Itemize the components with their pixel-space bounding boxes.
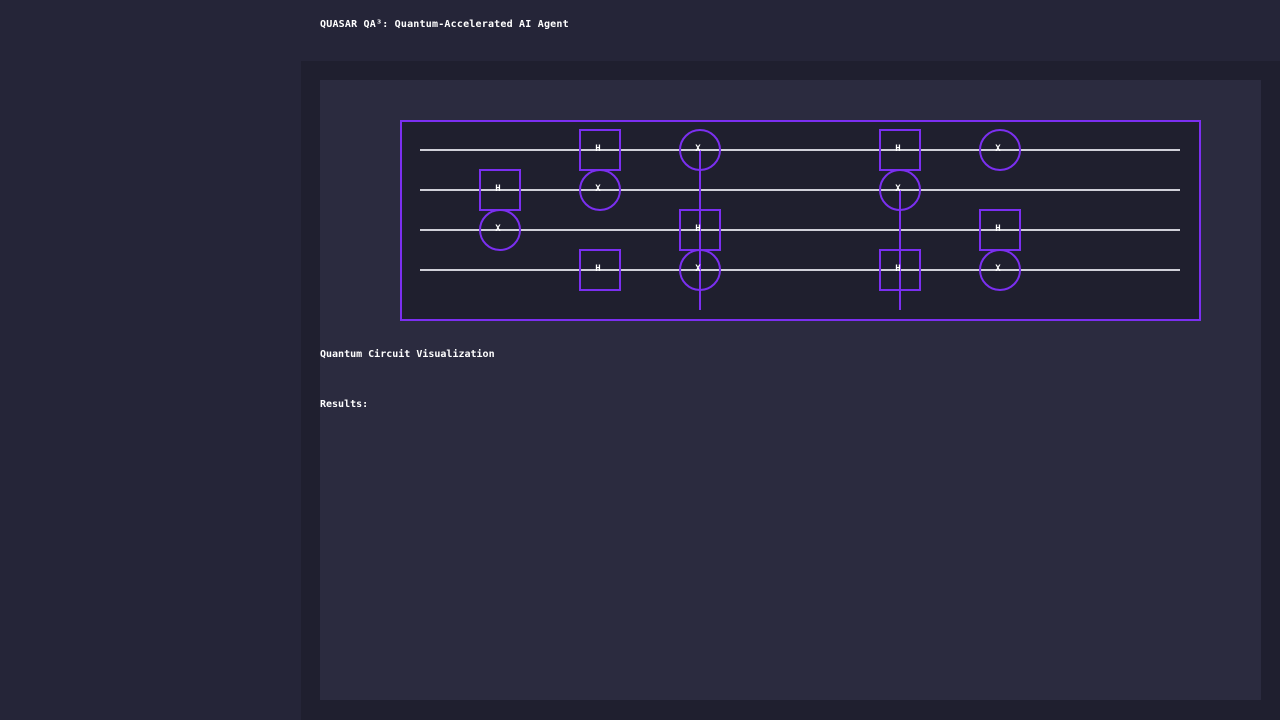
- x-gate-1: X: [479, 209, 521, 251]
- gate-label: X: [695, 144, 701, 154]
- gate-label: H: [895, 264, 900, 274]
- circuit-canvas: H X H X H X H X H X H X H X: [420, 129, 1180, 310]
- quantum-circuit-diagram: H X H X H X H X H X H X H X: [400, 120, 1201, 321]
- gate-circle: [679, 129, 721, 171]
- gate-circle: [579, 169, 621, 211]
- gate-label: H: [895, 144, 900, 154]
- gate-label: X: [495, 224, 501, 234]
- x-gate-11: X: [979, 129, 1021, 171]
- gate-label: X: [695, 264, 701, 274]
- gate-box: [879, 249, 921, 291]
- gate-label: H: [495, 184, 500, 194]
- hadamard-gate-10: H: [879, 249, 921, 291]
- x-gate-7: X: [679, 249, 721, 291]
- gate-label: H: [595, 264, 600, 274]
- hadamard-gate-4: H: [579, 249, 621, 291]
- gate-circle: [979, 249, 1021, 291]
- x-gate-13: X: [979, 249, 1021, 291]
- main-frame: H X H X H X H X H X H X H X Quantum Circuit Visualiza…: [301, 61, 1280, 720]
- results-label: Results:: [320, 399, 369, 410]
- x-gate-9: X: [879, 169, 921, 211]
- gate-label: X: [595, 184, 601, 194]
- gate-circle: [979, 129, 1021, 171]
- x-gate-5: X: [679, 129, 721, 171]
- app-title: QUASAR QA³: Quantum-Accelerated AI Agent: [320, 19, 569, 30]
- gate-label: X: [895, 184, 901, 194]
- gate-circle: [479, 209, 521, 251]
- gate-label: X: [995, 144, 1001, 154]
- gate-label: X: [995, 264, 1001, 274]
- visualization-label: Quantum Circuit Visualization: [320, 349, 495, 360]
- gate-label: H: [595, 144, 600, 154]
- gate-label: H: [695, 224, 700, 234]
- gate-box: [579, 249, 621, 291]
- gate-circle: [879, 169, 921, 211]
- main-panel: H X H X H X H X H X H X H X Quantum Circuit Visualiza…: [320, 80, 1261, 700]
- gate-circle: [679, 249, 721, 291]
- gate-label: H: [995, 224, 1000, 234]
- x-gate-3: X: [579, 169, 621, 211]
